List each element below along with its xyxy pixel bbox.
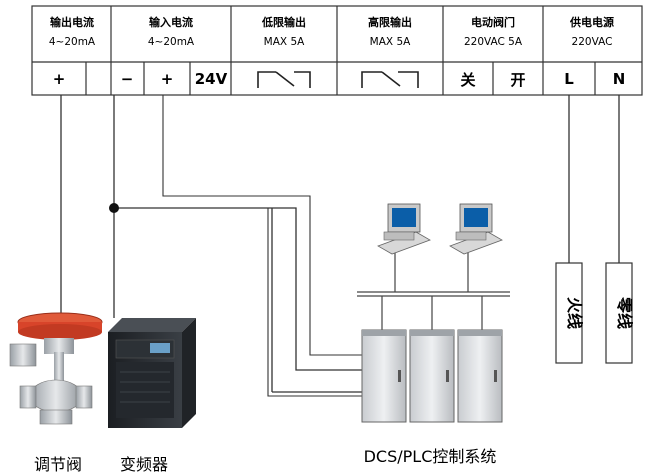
terminal-power-l: L bbox=[564, 70, 574, 88]
inverter-label: 变频器 bbox=[120, 455, 168, 474]
neutral-line-box: 零线 bbox=[605, 262, 634, 364]
group-spec-high-limit-output: MAX 5A bbox=[370, 36, 411, 48]
group-title-input-current: 输入电流 bbox=[149, 15, 193, 29]
wire-dcs-common bbox=[114, 207, 365, 371]
group-title-motor-valve: 电动阀门 bbox=[471, 15, 515, 29]
group-title-power-supply: 供电电源 bbox=[569, 15, 614, 29]
group-spec-power-supply: 220VAC bbox=[572, 36, 613, 48]
terminal-block: 输出电流 4~20mA 输入电流 4~20mA 低限输出 MAX 5A 高限输出… bbox=[31, 5, 643, 96]
cabinet-icon-3 bbox=[457, 329, 503, 423]
live-line-label: 火线 bbox=[565, 297, 584, 329]
inverter-icon bbox=[108, 318, 196, 428]
terminal-valve-open: 开 bbox=[510, 71, 525, 89]
live-line-box: 火线 bbox=[555, 262, 584, 364]
terminal-valve-close: 关 bbox=[460, 71, 475, 89]
valve-label: 调节阀 bbox=[34, 455, 82, 474]
terminal-power-n: N bbox=[613, 70, 626, 88]
cabinet-icon-2 bbox=[409, 329, 455, 423]
computer-icon-1 bbox=[377, 203, 431, 255]
dcs-cabinets bbox=[361, 329, 503, 423]
group-title-low-limit-output: 低限输出 bbox=[261, 15, 306, 29]
high-limit-relay-contact-icon bbox=[361, 71, 419, 88]
group-title-output-current: 输出电流 bbox=[50, 15, 94, 29]
computer-icon-2 bbox=[449, 203, 503, 255]
terminal-24v: 24V bbox=[195, 70, 228, 88]
control-valve-icon bbox=[9, 312, 103, 425]
terminal-output-plus: + bbox=[53, 70, 66, 88]
dcs-system-label: DCS/PLC控制系统 bbox=[364, 447, 497, 466]
neutral-line-label: 零线 bbox=[615, 296, 634, 329]
group-spec-input-current: 4~20mA bbox=[148, 36, 195, 48]
network bbox=[357, 250, 510, 332]
low-limit-relay-contact-icon bbox=[257, 71, 311, 88]
group-spec-output-current: 4~20mA bbox=[49, 36, 96, 48]
terminal-input-minus: − bbox=[121, 70, 134, 88]
group-title-high-limit-output: 高限输出 bbox=[368, 15, 412, 29]
wire-dcs-signal bbox=[162, 95, 365, 356]
terminal-input-plus: + bbox=[161, 70, 174, 88]
group-spec-motor-valve: 220VAC 5A bbox=[464, 36, 523, 48]
wire-dcs-return bbox=[267, 208, 365, 397]
cabinet-icon-1 bbox=[361, 329, 407, 423]
group-spec-low-limit-output: MAX 5A bbox=[264, 36, 305, 48]
junction-dot bbox=[109, 203, 119, 213]
